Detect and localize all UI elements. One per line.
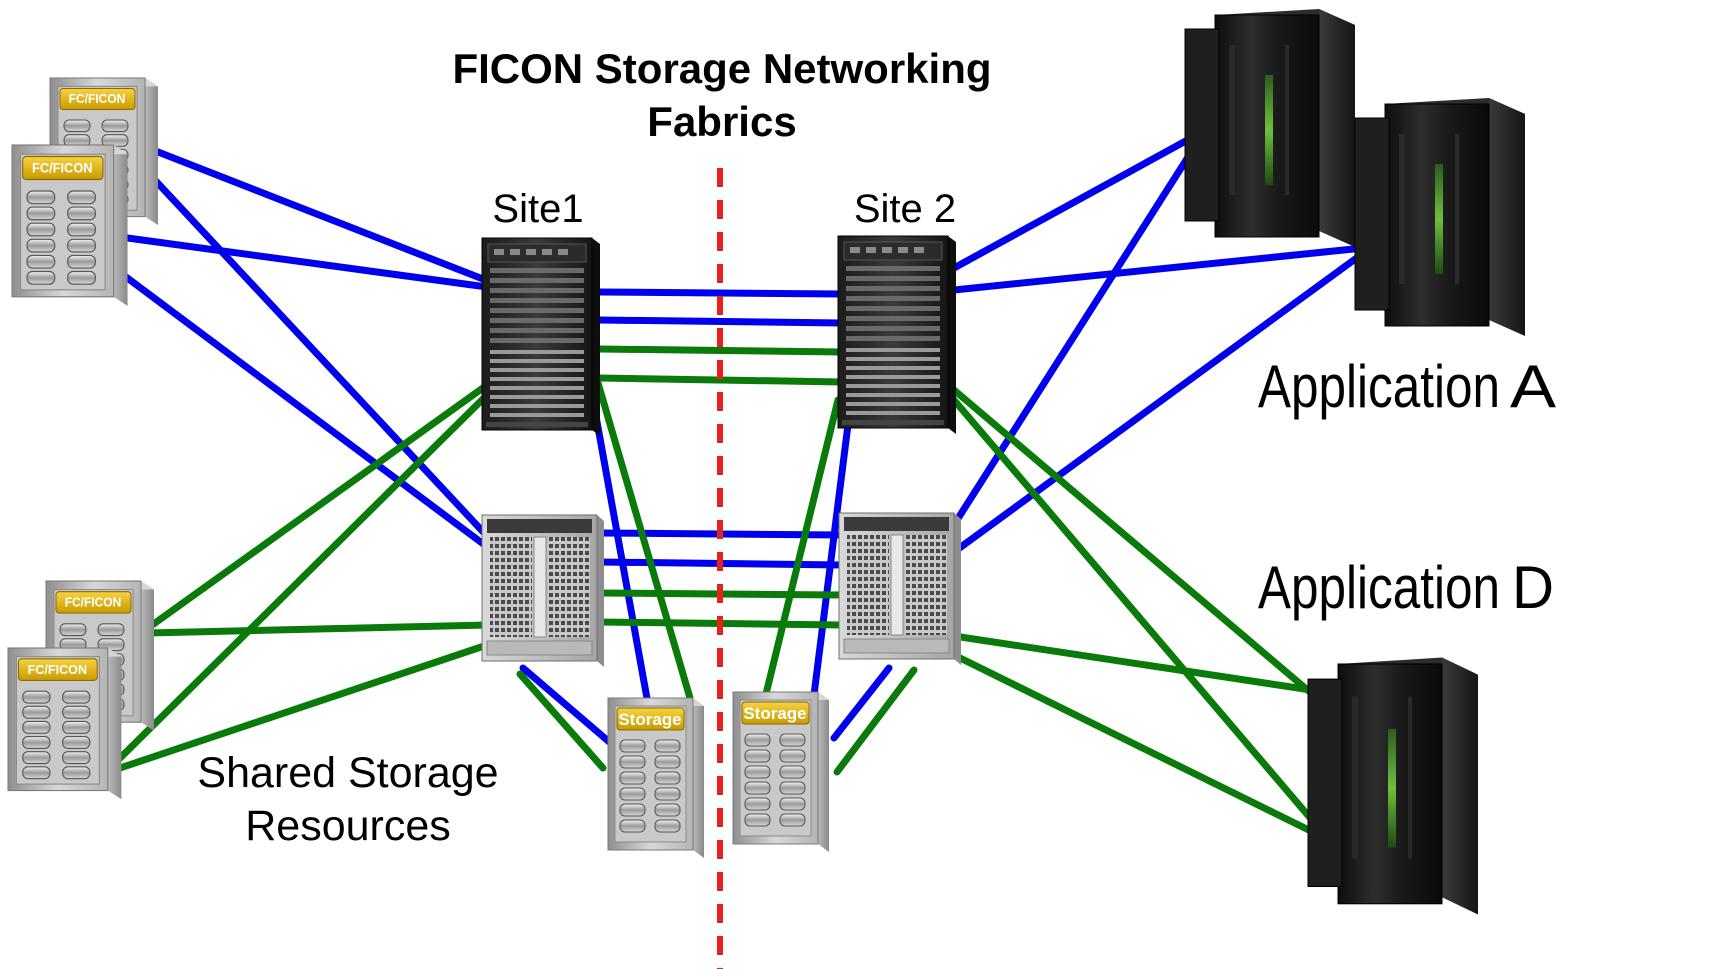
svg-text:FC/FICON: FC/FICON [69, 92, 126, 106]
mainframe-server-icon [1354, 97, 1526, 337]
director-switch-icon [837, 235, 957, 435]
svg-text:FC/FICON: FC/FICON [32, 160, 93, 176]
application-a-label: Application A [1258, 353, 1556, 420]
fc-ficon-disk-array-icon: FC/FICON [45, 580, 155, 732]
fc-ficon-disk-array-icon: FC/FICON [11, 144, 129, 307]
mainframe-server-icon [1184, 8, 1356, 248]
director-switch-icon [481, 514, 605, 668]
svg-text:D: D [1512, 554, 1554, 621]
blue-links [106, 127, 1377, 810]
svg-text:Storage: Storage [618, 710, 681, 729]
storage-disk-array-icon: Storage [732, 691, 830, 853]
svg-text:Application: Application [1258, 554, 1500, 621]
mainframe-server-icon [1307, 656, 1479, 916]
svg-text:FC/FICON: FC/FICON [65, 595, 122, 609]
fc-ficon-disk-array-icon: FC/FICON [49, 77, 159, 226]
site1-label: Site1 [492, 187, 583, 231]
svg-text:Storage: Storage [743, 704, 806, 723]
shared-storage-label-line2: Resources [245, 802, 451, 850]
director-switch-icon [838, 512, 962, 666]
shared-storage-label-line1: Shared Storage [197, 749, 498, 797]
application-d-label: Application D [1258, 554, 1554, 621]
green-links [104, 345, 1333, 844]
director-switch-icon [481, 237, 601, 437]
svg-text:A: A [1510, 353, 1556, 420]
diagram-title-line2: Fabrics [647, 98, 796, 145]
fc-ficon-disk-array-icon: FC/FICON [7, 647, 122, 800]
diagram-title-line1: FICON Storage Networking [452, 45, 991, 92]
storage-disk-array-icon: Storage [607, 697, 705, 859]
svg-text:FC/FICON: FC/FICON [28, 662, 87, 677]
site2-label: Site 2 [854, 187, 956, 231]
svg-text:Application: Application [1258, 353, 1500, 420]
